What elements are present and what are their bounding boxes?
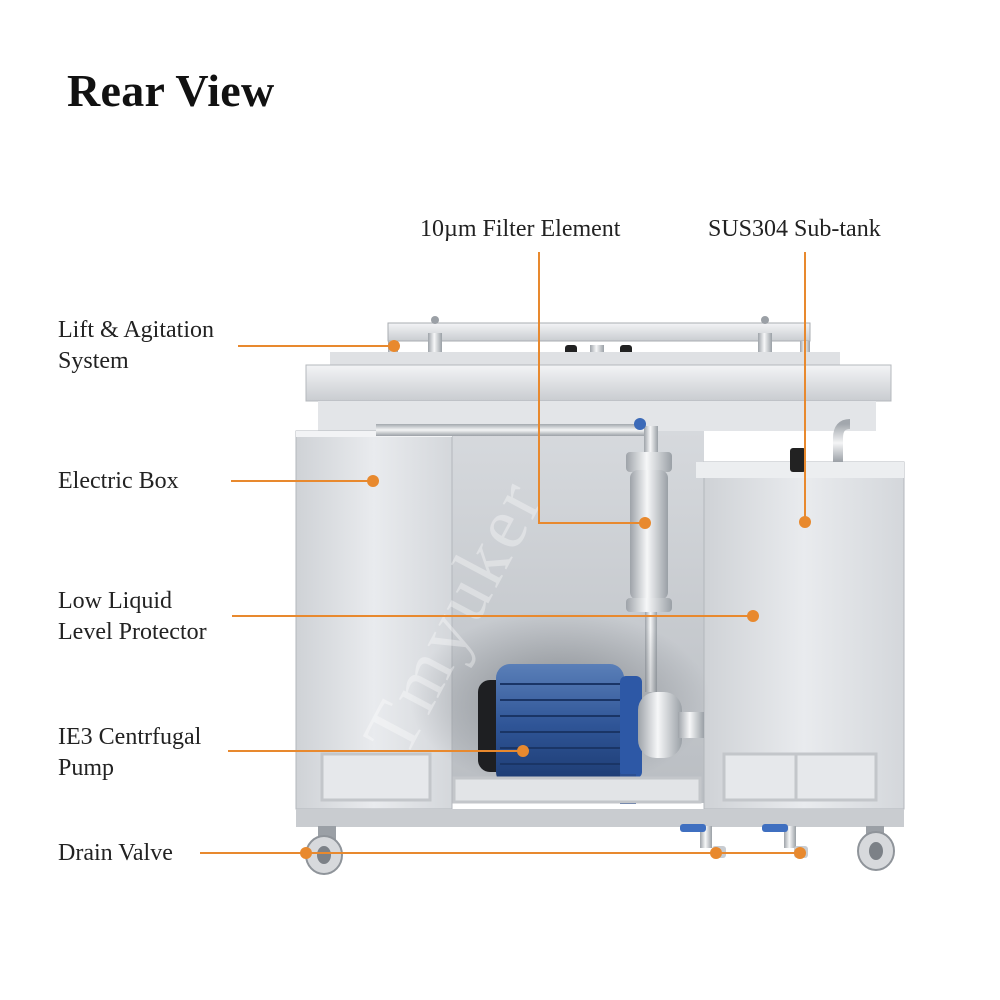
callout-line-filter [538, 252, 644, 524]
label-pump: IE3 Centrfugal Pump [58, 722, 201, 784]
top-pipe [376, 424, 646, 436]
tank-rim [305, 352, 892, 431]
callout-dot-filter [639, 517, 651, 529]
electric-box [295, 430, 453, 810]
label-drain-valve: Drain Valve [58, 840, 173, 866]
callout-dot-pump [517, 745, 529, 757]
callout-dot-sub-tank [799, 516, 811, 528]
label-pump-line2: Pump [58, 755, 115, 781]
label-electric-box: Electric Box [58, 468, 179, 494]
label-low-liquid-line1: Low Liquid [58, 588, 172, 614]
callout-dot-drain-right [794, 847, 806, 859]
label-low-liquid: Low Liquid Level Protector [58, 586, 207, 648]
page-title: Rear View [67, 65, 275, 116]
lower-frame [320, 752, 878, 804]
label-low-liquid-line2: Level Protector [58, 619, 207, 645]
label-lift-agitation-line2: System [58, 348, 129, 374]
base-rail [296, 809, 904, 827]
callout-dot-drain-left [300, 847, 312, 859]
casters [305, 826, 895, 875]
callout-dots [300, 340, 811, 859]
callout-dot-low-liquid [747, 610, 759, 622]
callout-dot-electric-box [367, 475, 379, 487]
callout-dot-lift [388, 340, 400, 352]
centrifugal-pump [478, 664, 704, 804]
label-sub-tank: SUS304 Sub-tank [708, 216, 881, 242]
label-lift-agitation-line1: Lift & Agitation [58, 317, 214, 343]
label-lift-agitation: Lift & Agitation System [58, 315, 214, 377]
label-filter-element: 10µm Filter Element [420, 216, 621, 242]
label-pump-line1: IE3 Centrfugal [58, 724, 202, 750]
callout-dot-drain-mid [710, 847, 722, 859]
